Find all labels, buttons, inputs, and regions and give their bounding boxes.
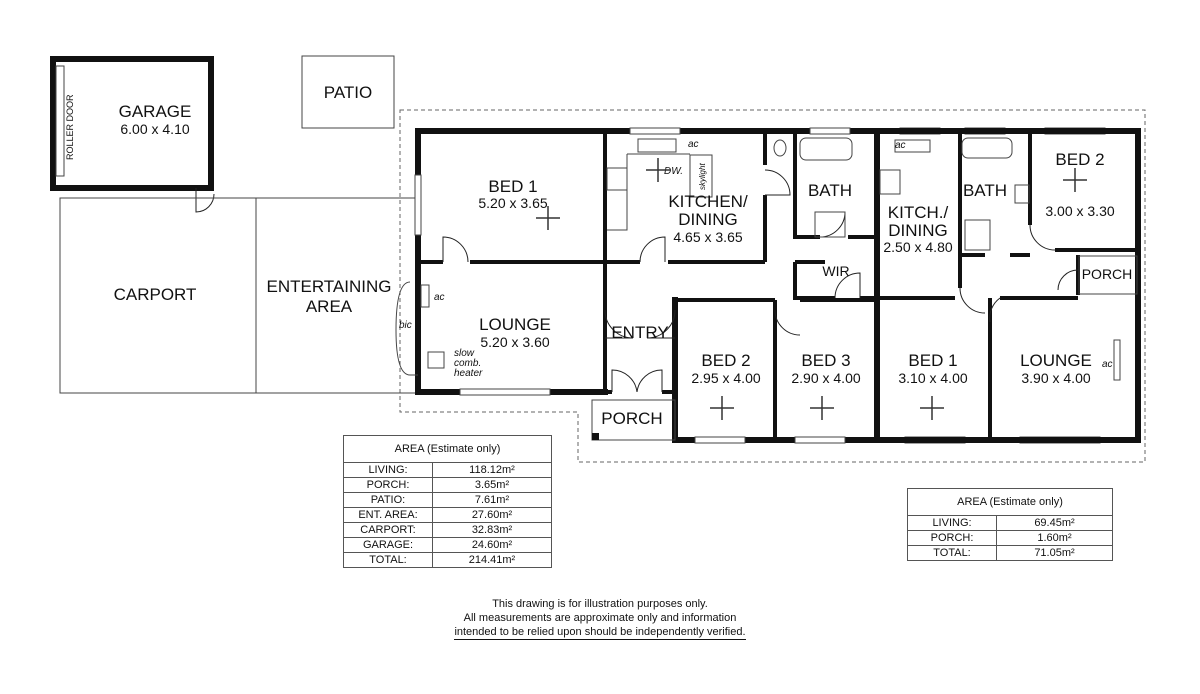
bed3-size: 2.90 x 4.00 <box>791 370 860 386</box>
heater-icon <box>427 351 445 369</box>
ac-label: ac <box>434 292 445 303</box>
kitchen-fixtures <box>606 138 713 231</box>
area-label: LIVING: <box>907 515 997 531</box>
garage-door <box>195 188 215 213</box>
garage-label: GARAGE <box>119 102 192 121</box>
porch-label: PORCH <box>601 409 662 428</box>
kitchen-size: 4.65 x 3.65 <box>673 229 742 245</box>
bed2-label: BED 2 <box>701 351 750 370</box>
area-table-unit2: AREA (Estimate only) LIVING:69.45m² PORC… <box>907 488 1113 561</box>
disclaimer: This drawing is for illustration purpose… <box>440 597 760 640</box>
bath-label: BATH <box>808 181 852 200</box>
heater-label-3: heater <box>454 368 483 379</box>
area-value: 214.41m² <box>432 552 552 568</box>
unit2-outer-walls <box>874 128 1141 443</box>
unit2-kitchen-size: 2.50 x 4.80 <box>883 239 952 255</box>
ac-label: ac <box>1102 359 1113 370</box>
unit2-bath-label: BATH <box>963 181 1007 200</box>
roller-door-label: ROLLER DOOR <box>65 94 75 160</box>
ac-label: ac <box>688 139 699 150</box>
area-value: 69.45m² <box>996 515 1113 531</box>
entertaining-label-2: AREA <box>306 297 353 316</box>
dw-label: DW. <box>664 166 683 177</box>
bath-fixtures <box>773 137 853 238</box>
unit2-porch-label: PORCH <box>1082 266 1133 282</box>
area-table-title: AREA (Estimate only) <box>343 435 552 463</box>
area-value: 118.12m² <box>432 462 552 478</box>
area-value: 71.05m² <box>996 545 1113 561</box>
kitchen-label: KITCHEN/ <box>668 192 748 211</box>
area-value: 32.83m² <box>432 522 552 538</box>
area-label: GARAGE: <box>343 537 433 553</box>
patio-outline <box>301 55 395 129</box>
unit2-fixtures <box>879 137 1138 295</box>
unit2-bed1-label: BED 1 <box>908 351 957 370</box>
heater-label: slow <box>454 348 475 359</box>
entertaining-label: ENTERTAINING <box>267 277 392 296</box>
porch-post <box>592 433 599 440</box>
skylight-label: skylight <box>698 163 707 190</box>
unit2-bed2-label: BED 2 <box>1055 150 1104 169</box>
area-value: 7.61m² <box>432 492 552 508</box>
area-label: PORCH: <box>907 530 997 546</box>
bed1-size: 5.20 x 3.65 <box>478 195 547 211</box>
ceiling-fan-icons <box>536 158 1087 420</box>
unit2-door-swings <box>959 224 1079 323</box>
disclaimer-line: All measurements are approximate only an… <box>463 612 737 624</box>
area-value: 1.60m² <box>996 530 1113 546</box>
unit2-kitchen-label: KITCH./ <box>888 203 949 222</box>
area-table-unit1: AREA (Estimate only) LIVING:118.12m² POR… <box>343 435 552 568</box>
unit2-interior-walls <box>877 131 1138 440</box>
unit2-lounge-size: 3.90 x 4.00 <box>1021 370 1090 386</box>
interior-walls <box>418 131 877 440</box>
disclaimer-line: intended to be relied upon should be ind… <box>454 626 746 640</box>
area-value: 3.65m² <box>432 477 552 493</box>
area-table-title: AREA (Estimate only) <box>907 488 1113 516</box>
ac-unit <box>420 284 430 308</box>
patio-label: PATIO <box>324 83 373 102</box>
carport-label: CARPORT <box>114 285 197 304</box>
area-value: 27.60m² <box>432 507 552 523</box>
kitchen-label-2: DINING <box>678 210 738 229</box>
bed1-label: BED 1 <box>488 177 537 196</box>
unit2-kitchen-label-2: DINING <box>888 221 948 240</box>
heater-label-2: comb. <box>454 358 481 369</box>
lounge-label: LOUNGE <box>479 315 551 334</box>
unit2-bed1-size: 3.10 x 4.00 <box>898 370 967 386</box>
entry-label: ENTRY <box>611 323 668 342</box>
bic-label: bic <box>399 320 412 331</box>
roller-door <box>55 65 65 177</box>
area-label: CARPORT: <box>343 522 433 538</box>
area-label: ENT. AREA: <box>343 507 433 523</box>
property-boundary <box>399 109 1146 463</box>
bed2-size: 2.95 x 4.00 <box>691 370 760 386</box>
disclaimer-line: This drawing is for illustration purpose… <box>492 598 708 610</box>
unit2-lounge-label: LOUNGE <box>1020 351 1092 370</box>
garage-walls <box>50 56 214 191</box>
unit2-bed2-size: 3.00 x 3.30 <box>1045 203 1114 219</box>
bic-cupboard <box>395 281 418 376</box>
area-label: TOTAL: <box>907 545 997 561</box>
area-value: 24.60m² <box>432 537 552 553</box>
windows <box>414 127 1121 444</box>
area-label: PATIO: <box>343 492 433 508</box>
ac-label: ac <box>895 140 906 151</box>
lounge-size: 5.20 x 3.60 <box>480 334 549 350</box>
area-label: PORCH: <box>343 477 433 493</box>
garage-size: 6.00 x 4.10 <box>120 121 189 137</box>
wir-label: WIR <box>822 263 849 279</box>
bed3-label: BED 3 <box>801 351 850 370</box>
porch-outline <box>591 399 676 441</box>
area-label: TOTAL: <box>343 552 433 568</box>
area-label: LIVING: <box>343 462 433 478</box>
